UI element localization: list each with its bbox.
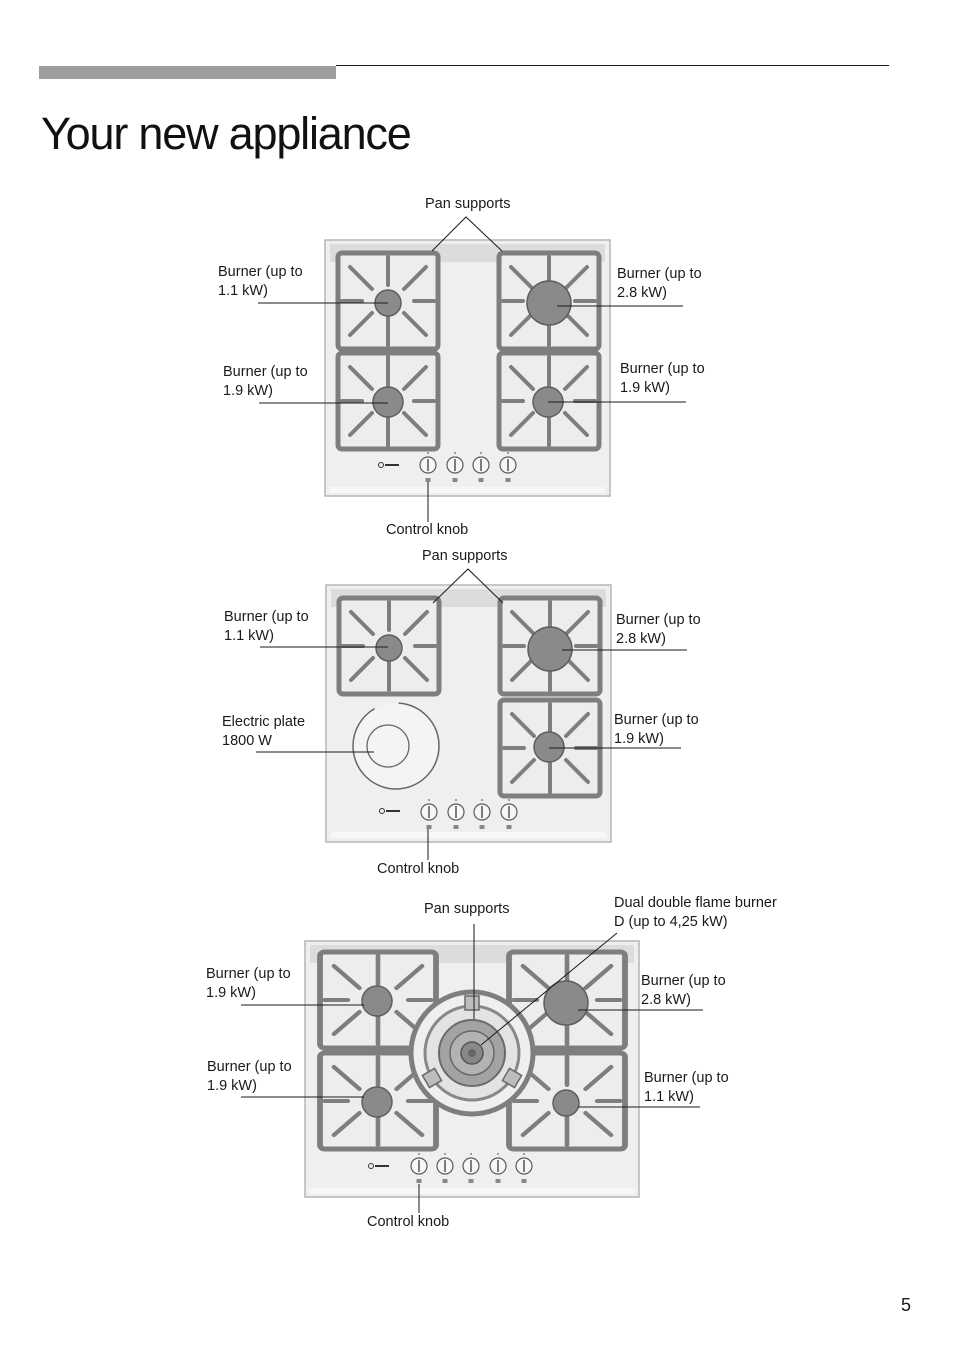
page-title: Your new appliance: [41, 108, 412, 159]
burner-medium: [361, 985, 393, 1017]
label-control-knob: Control knob: [367, 1214, 450, 1230]
label-burner: Burner (up to 1.9 kW): [614, 712, 699, 747]
brand-logo: [378, 462, 399, 468]
dual-burner: [408, 989, 536, 1117]
label-burner: Burner (up to 1.1 kW): [644, 1070, 729, 1105]
label-burner: Burner (up to 1.1 kW): [218, 264, 303, 299]
label-burner: Burner (up to 1.1 kW): [224, 609, 309, 644]
header-bar: [39, 66, 336, 79]
burner-large: [526, 280, 572, 326]
label-burner: Burner (up to 1.9 kW): [206, 966, 291, 1001]
label-control-knob: Control knob: [377, 861, 460, 877]
label-burner: Burner (up to 1.9 kW): [223, 364, 308, 399]
label-dual-burner: Dual double flame burner D (up to 4,25 k…: [614, 895, 777, 930]
burner-small: [552, 1089, 580, 1117]
label-burner: Burner (up to 1.9 kW): [620, 361, 705, 396]
label-burner: Burner (up to 1.9 kW): [207, 1059, 292, 1094]
label-pan-supports: Pan supports: [424, 901, 510, 917]
page-number: 5: [901, 1295, 912, 1315]
label-burner: Burner (up to 2.8 kW): [616, 612, 701, 647]
label-burner: Burner (up to 2.8 kW): [641, 973, 726, 1008]
brand-logo: [368, 1163, 389, 1169]
label-electric-plate: Electric plate 1800 W: [222, 714, 306, 749]
header-rule: [336, 65, 889, 66]
burner-small: [375, 634, 403, 662]
electric-plate: [352, 702, 440, 790]
hob-2: [256, 568, 687, 860]
label-pan-supports: Pan supports: [422, 548, 508, 564]
burner-medium: [361, 1086, 393, 1118]
hob-3: [241, 924, 703, 1213]
label-control-knob: Control knob: [386, 522, 469, 538]
burner-large: [543, 980, 589, 1026]
brand-logo: [379, 808, 400, 814]
burner-medium: [372, 386, 404, 418]
burner-large: [527, 626, 573, 672]
hob-1: [258, 216, 686, 522]
burner-medium: [533, 731, 565, 763]
label-burner: Burner (up to 2.8 kW): [617, 266, 702, 301]
label-pan-supports: Pan supports: [425, 196, 511, 212]
